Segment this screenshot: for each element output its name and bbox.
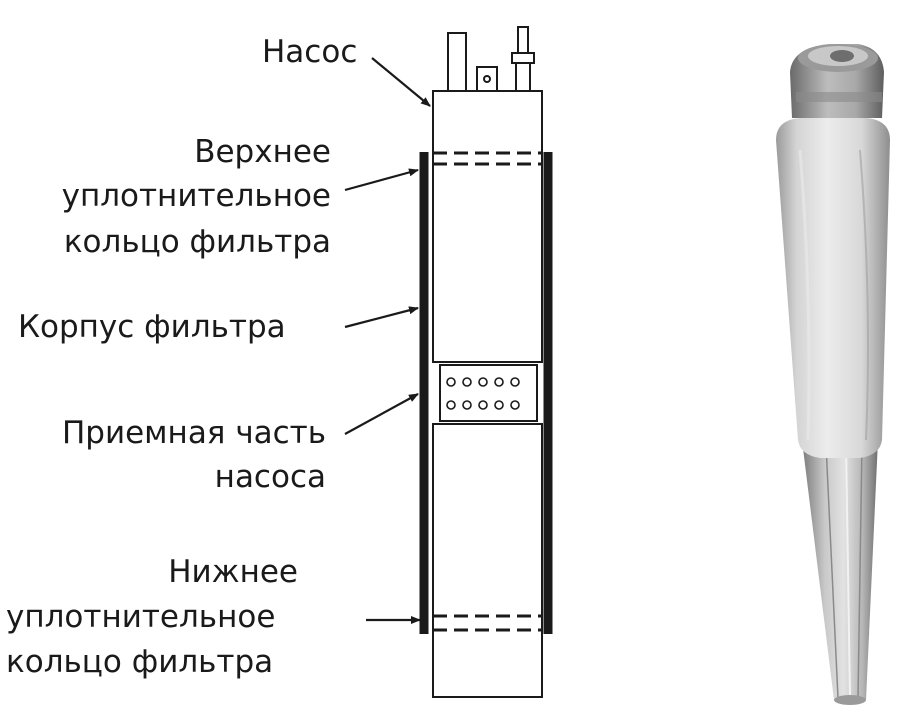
label-pump: Насос xyxy=(262,32,357,72)
pump-body-lower xyxy=(433,424,542,697)
photo-filter-sleeve xyxy=(776,118,890,458)
pump-schematic xyxy=(424,27,548,697)
pump-outlet-base xyxy=(516,63,530,91)
pump-intake-section xyxy=(440,365,537,421)
label-upper-ring-line-3: кольцо фильтра xyxy=(20,222,331,262)
pump-outlet-pipe xyxy=(518,27,528,53)
label-lower-ring-line-2: уплотнительное xyxy=(6,597,275,637)
pump-outlet-fitting xyxy=(512,53,534,63)
label-upper-ring-line-2: уплотнительное xyxy=(20,176,331,216)
pump-valve-dot xyxy=(484,76,490,82)
arrow-pump xyxy=(372,58,430,106)
photo-pump-body xyxy=(802,440,878,700)
label-upper-ring-line-1: Верхнее xyxy=(20,132,331,172)
pump-body-upper xyxy=(433,91,542,362)
label-lower-ring-line-1: Нижнее xyxy=(0,552,298,592)
filter-photo xyxy=(776,44,890,705)
arrow-filter-body xyxy=(345,308,418,327)
label-lower-ring-line-3: кольцо фильтра xyxy=(6,642,273,682)
leader-arrows xyxy=(345,58,430,620)
label-intake-line-2: насоса xyxy=(20,457,326,497)
label-filter-body: Корпус фильтра xyxy=(18,307,286,347)
pump-cable-connector xyxy=(448,33,466,91)
arrow-upper-ring xyxy=(345,170,418,190)
label-intake-line-1: Приемная часть xyxy=(20,413,326,453)
arrow-intake xyxy=(345,394,418,434)
